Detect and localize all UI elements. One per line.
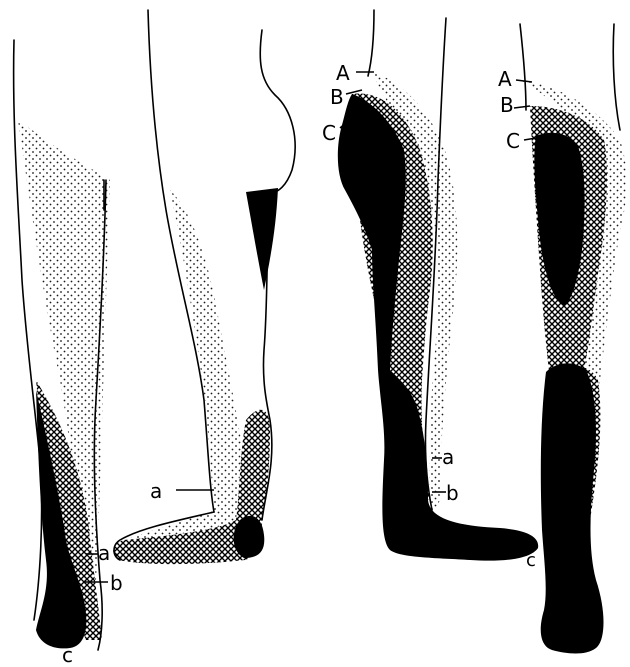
leg-4-label-C: C — [506, 129, 520, 153]
leg-4-outline-left — [520, 24, 526, 110]
leg-3-outline-left — [368, 10, 374, 76]
leg-2-thigh-black — [246, 188, 278, 290]
leg-3-label-b: b — [446, 481, 459, 505]
leg-2-label-a: a — [150, 479, 162, 503]
leg-4-calf-black — [541, 363, 604, 653]
leg-4-outline-right — [613, 24, 620, 130]
leg-2-lateral: a — [113, 10, 295, 564]
leg-1-label-c: c — [62, 643, 73, 667]
leg-3-label-C: C — [322, 121, 336, 145]
leg-1-label-b: b — [110, 571, 123, 595]
leg-3-label-c: c — [526, 550, 536, 571]
leg-1-label-a: a — [98, 541, 110, 565]
leg-3-label-a: a — [442, 445, 454, 469]
leg-4-label-A: A — [498, 67, 512, 91]
leg-4-label-B: B — [500, 93, 514, 117]
leg-4-anterior: A B C — [498, 24, 627, 654]
leg-1-posterior: a b c — [14, 40, 123, 667]
leg-3-label-B: B — [330, 85, 344, 109]
leg-3-label-A: A — [336, 61, 350, 85]
